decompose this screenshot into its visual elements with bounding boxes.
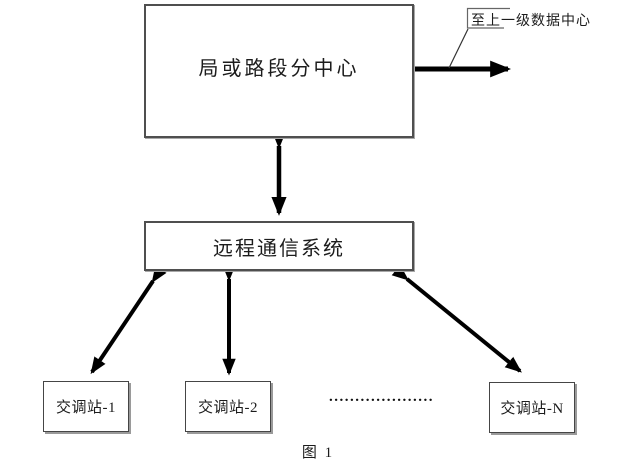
box-station-n: 交调站-N	[489, 382, 575, 433]
label-leader-line	[448, 28, 469, 69]
arrow-middlebox-stationN-icon	[391, 264, 522, 373]
box-station-1: 交调站-1	[43, 381, 129, 432]
box-bureau-subcenter: 局或路段分中心	[144, 4, 414, 138]
box-station-2-label: 交调站-2	[198, 400, 258, 416]
box-bureau-subcenter-label: 局或路段分中心	[198, 57, 360, 80]
box-station-1-label: 交调站-1	[56, 400, 116, 416]
figure-caption: 图 1	[301, 445, 335, 461]
box-station-2: 交调站-2	[185, 381, 271, 432]
ellipsis-dots: ....................	[329, 389, 434, 405]
box-remote-comm-system-label: 远程通信系统	[213, 237, 345, 260]
upper-datacenter-label: 至上一级数据中心	[471, 14, 591, 29]
box-remote-comm-system: 远程通信系统	[144, 221, 414, 271]
arrow-middlebox-station1-icon	[90, 265, 167, 375]
box-station-n-label: 交调站-N	[500, 401, 564, 417]
